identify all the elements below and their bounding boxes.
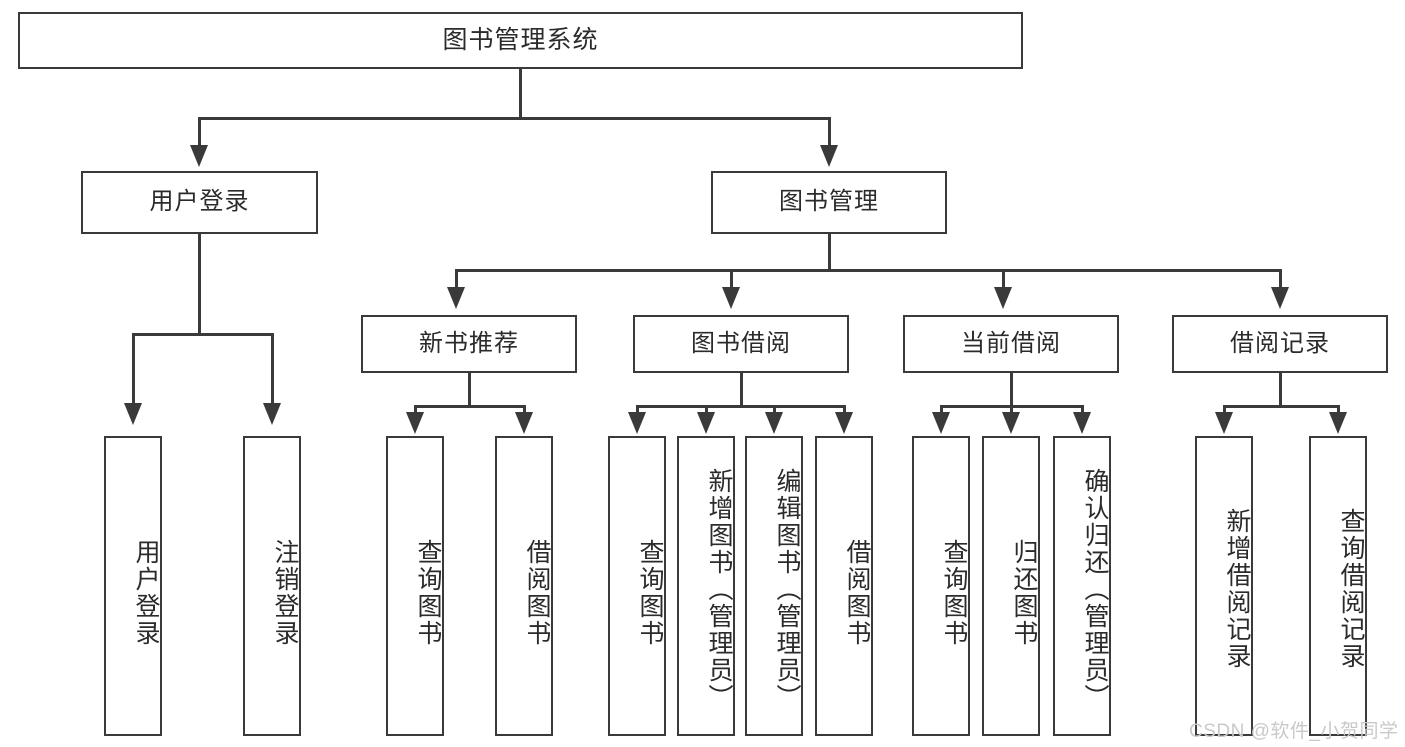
edge-bm-to-new-book <box>455 269 458 289</box>
edge-root-bus <box>199 117 831 120</box>
leaf-bb-query-books[interactable]: 查询图书 <box>608 436 666 736</box>
node-label: 查询借阅记录 <box>1337 508 1365 670</box>
leaf-nbr-query-books[interactable]: 查询图书 <box>386 436 444 736</box>
edge-nbr-to-leaf-0 <box>414 405 417 415</box>
edge-book-management-bus <box>456 269 1281 272</box>
edge-br-bus <box>1224 405 1339 408</box>
node-label: 用户登录 <box>132 539 160 647</box>
node-label: 新增借阅记录 <box>1223 508 1251 670</box>
arrow-bb-to-leaf-1 <box>697 412 715 434</box>
edge-nbr-to-leaf-1 <box>523 405 526 415</box>
arrow-user-login-to-leaf-0 <box>124 403 142 425</box>
edge-user-login-stem <box>198 234 201 335</box>
leaf-cb-query-books[interactable]: 查询图书 <box>912 436 970 736</box>
edge-user-login-bus <box>133 333 273 336</box>
watermark-text: CSDN @软件_小贺同学 <box>1189 721 1399 742</box>
node-label: 编辑图书（管理员） <box>773 467 801 711</box>
edge-bm-to-borrow-records <box>1279 269 1282 289</box>
edge-cb-to-leaf-0 <box>940 405 943 415</box>
leaf-cb-confirm-return-admin[interactable]: 确认归还（管理员） <box>1053 436 1111 736</box>
edge-cb-to-leaf-2 <box>1081 405 1084 415</box>
edge-bb-to-leaf-3 <box>843 405 846 415</box>
node-label: 查询图书 <box>636 539 664 647</box>
edge-bb-to-leaf-0 <box>636 405 639 415</box>
node-label: 查询图书 <box>414 539 442 647</box>
edge-root-to-user-login <box>198 117 201 147</box>
leaf-br-add-record[interactable]: 新增借阅记录 <box>1195 436 1253 736</box>
leaf-br-query-record[interactable]: 查询借阅记录 <box>1309 436 1367 736</box>
node-label: 借阅记录 <box>1230 329 1330 357</box>
edge-bb-to-leaf-2 <box>773 405 776 415</box>
node-borrow-records[interactable]: 借阅记录 <box>1172 315 1388 373</box>
leaf-nbr-borrow-books[interactable]: 借阅图书 <box>495 436 553 736</box>
arrow-root-to-book-management <box>820 145 838 167</box>
edge-br-to-leaf-1 <box>1337 405 1340 415</box>
node-book-borrow[interactable]: 图书借阅 <box>633 315 849 373</box>
edge-cb-to-leaf-1 <box>1010 405 1013 415</box>
edge-bb-stem <box>740 373 743 407</box>
arrow-cb-to-leaf-2 <box>1073 412 1091 434</box>
node-label: 归还图书 <box>1010 539 1038 647</box>
edge-bb-bus <box>637 405 845 408</box>
edge-root-stem <box>519 69 522 119</box>
node-label: 用户登录 <box>149 188 250 216</box>
edge-nbr-stem <box>468 373 471 407</box>
node-user-login[interactable]: 用户登录 <box>81 171 318 234</box>
arrow-br-to-leaf-1 <box>1329 412 1347 434</box>
leaf-bb-add-book-admin[interactable]: 新增图书（管理员） <box>677 436 735 736</box>
edge-user-login-to-leaf-0 <box>132 333 135 405</box>
node-label: 新书推荐 <box>419 329 519 357</box>
node-label: 图书管理 <box>779 188 879 216</box>
arrow-br-to-leaf-0 <box>1215 412 1233 434</box>
csdn-watermark: CSDN @软件_小贺同学 <box>1189 716 1398 743</box>
edge-bm-to-current-borrow <box>1002 269 1005 289</box>
edge-br-to-leaf-0 <box>1223 405 1226 415</box>
leaf-bb-borrow-books[interactable]: 借阅图书 <box>815 436 873 736</box>
node-label: 新增图书（管理员） <box>705 467 733 711</box>
arrow-nbr-to-leaf-0 <box>406 412 424 434</box>
arrow-bb-to-leaf-0 <box>628 412 646 434</box>
arrow-bm-to-book-borrow <box>722 287 740 309</box>
arrow-cb-to-leaf-0 <box>932 412 950 434</box>
node-root-book-management-system[interactable]: 图书管理系统 <box>18 12 1023 69</box>
arrow-bm-to-borrow-records <box>1271 287 1289 309</box>
edge-nbr-bus <box>415 405 525 408</box>
arrow-root-to-user-login <box>190 145 208 167</box>
node-current-borrow[interactable]: 当前借阅 <box>903 315 1119 373</box>
node-label: 确认归还（管理员） <box>1081 467 1109 711</box>
node-label: 当前借阅 <box>961 329 1061 357</box>
node-new-book-recommend[interactable]: 新书推荐 <box>361 315 577 373</box>
edge-bb-to-leaf-1 <box>705 405 708 415</box>
edge-book-management-stem <box>828 234 831 271</box>
node-label: 图书管理系统 <box>442 25 599 54</box>
node-label: 借阅图书 <box>523 539 551 647</box>
arrow-user-login-to-leaf-1 <box>263 403 281 425</box>
node-label: 查询图书 <box>940 539 968 647</box>
leaf-user-login-logout[interactable]: 注销登录 <box>243 436 301 736</box>
edge-cb-stem <box>1010 373 1013 407</box>
edge-root-to-book-management <box>828 117 831 147</box>
arrow-nbr-to-leaf-1 <box>515 412 533 434</box>
arrow-bb-to-leaf-3 <box>835 412 853 434</box>
node-book-management[interactable]: 图书管理 <box>711 171 947 234</box>
edge-bm-to-book-borrow <box>730 269 733 289</box>
leaf-cb-return-books[interactable]: 归还图书 <box>982 436 1040 736</box>
leaf-bb-edit-book-admin[interactable]: 编辑图书（管理员） <box>745 436 803 736</box>
arrow-bm-to-new-book <box>447 287 465 309</box>
edge-br-stem <box>1279 373 1282 407</box>
node-label: 借阅图书 <box>843 539 871 647</box>
leaf-user-login-login[interactable]: 用户登录 <box>104 436 162 736</box>
edge-user-login-to-leaf-1 <box>271 333 274 405</box>
arrow-cb-to-leaf-1 <box>1002 412 1020 434</box>
node-label: 图书借阅 <box>691 329 791 357</box>
arrow-bb-to-leaf-2 <box>765 412 783 434</box>
node-label: 注销登录 <box>271 539 299 647</box>
arrow-bm-to-current-borrow <box>994 287 1012 309</box>
